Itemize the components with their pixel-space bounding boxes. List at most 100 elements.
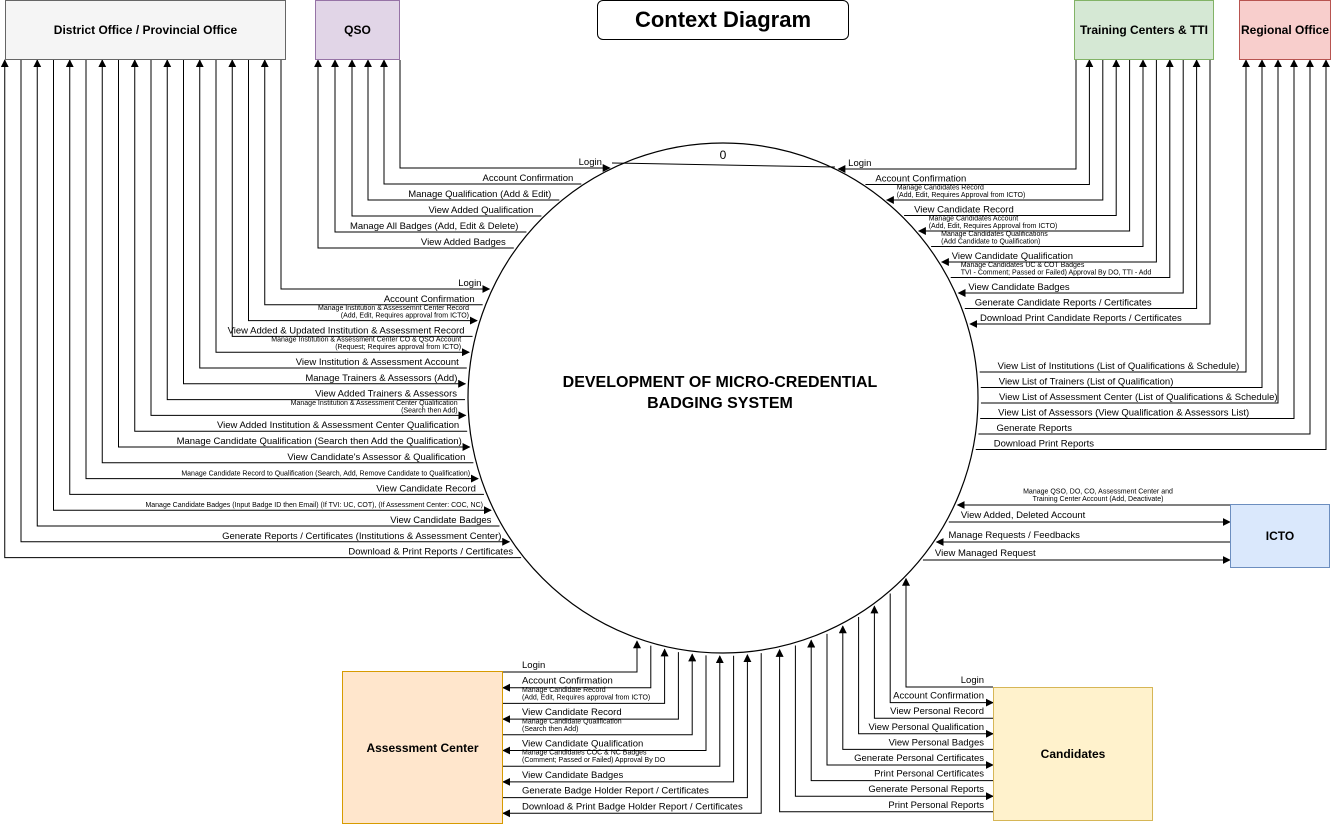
district-flow-9-label: Manage Institution & Assessment Center Q… bbox=[291, 400, 458, 415]
icto-flow-3-label: Manage Requests / Feedbacks bbox=[948, 530, 1080, 541]
entity-icto: ICTO bbox=[1230, 504, 1330, 568]
district-flow-2 bbox=[260, 59, 483, 306]
district-flow-5 bbox=[215, 60, 470, 357]
assessment-flow-9 bbox=[503, 654, 752, 799]
district-flow-17-label: Generate Reports / Certificates (Institu… bbox=[222, 531, 501, 542]
regional-flow-6-label: Download Print Reports bbox=[994, 439, 1095, 450]
qso-flow-4 bbox=[348, 59, 542, 217]
district-flow-1-label: Login bbox=[458, 278, 481, 289]
training-flow-8 bbox=[950, 59, 1174, 278]
district-flow-14 bbox=[65, 59, 484, 495]
assessment-flow-10 bbox=[502, 653, 762, 818]
training-flow-4 bbox=[904, 59, 1121, 216]
assessment-flow-1-label: Login bbox=[522, 660, 545, 671]
training-flow-10 bbox=[964, 59, 1201, 309]
qso-flow-2-label: Account Confirmation bbox=[483, 173, 574, 184]
training-flow-11 bbox=[969, 60, 1211, 328]
district-flow-14-label: View Candidate Record bbox=[376, 483, 476, 494]
qso-flow-4-label: View Added Qualification bbox=[428, 205, 533, 216]
district-flow-12 bbox=[98, 59, 474, 464]
training-flow-2 bbox=[865, 59, 1094, 185]
process-divider bbox=[611, 162, 836, 168]
training-flow-6 bbox=[931, 59, 1147, 247]
regional-flow-4-label: View List of Assessors (View Qualificati… bbox=[998, 408, 1249, 419]
candidates-flow-1 bbox=[902, 577, 993, 688]
district-flow-6 bbox=[195, 59, 467, 369]
training-flow-9 bbox=[957, 60, 1184, 297]
district-flow-7 bbox=[183, 60, 467, 388]
district-flow-12-label: View Candidate's Assessor & Qualificatio… bbox=[287, 452, 465, 463]
entity-candidates: Candidates bbox=[993, 687, 1153, 821]
candidates-flow-6 bbox=[826, 633, 994, 769]
regional-flow-2 bbox=[980, 59, 1266, 388]
icto-flow-2-label: View Added, Deleted Account bbox=[961, 510, 1086, 521]
regional-flow-1-label: View List of Institutions (List of Quali… bbox=[998, 361, 1240, 372]
regional-flow-5-label: Generate Reports bbox=[996, 423, 1072, 434]
candidates-flow-2-label: Account Confirmation bbox=[893, 691, 984, 702]
assessment-flow-5 bbox=[503, 653, 697, 736]
process-label-line2: BADGING SYSTEM bbox=[647, 395, 793, 412]
candidates-flow-4 bbox=[858, 616, 994, 738]
entity-district-office: District Office / Provincial Office bbox=[5, 0, 286, 60]
entity-assessment-center: Assessment Center bbox=[342, 671, 503, 824]
district-flow-10-label: View Added Institution & Assessment Cent… bbox=[217, 420, 459, 431]
assessment-flow-2-label: Account Confirmation bbox=[522, 676, 613, 687]
qso-flow-3 bbox=[364, 59, 560, 201]
district-flow-18 bbox=[0, 59, 522, 559]
district-flow-13-label: Manage Candidate Record to Qualification… bbox=[181, 471, 470, 478]
diagram-title: Context Diagram bbox=[597, 0, 849, 40]
candidates-flow-1-label: Login bbox=[961, 675, 984, 686]
candidates-flow-3-label: View Personal Record bbox=[890, 706, 984, 717]
district-flow-2-label: Account Confirmation bbox=[384, 294, 475, 305]
process-label: DEVELOPMENT OF MICRO-CREDENTIAL BADGING … bbox=[510, 372, 930, 414]
training-flow-7 bbox=[940, 60, 1157, 266]
regional-flow-3 bbox=[980, 59, 1282, 404]
district-flow-16 bbox=[33, 59, 500, 527]
district-flow-4 bbox=[228, 59, 473, 337]
training-flow-5 bbox=[917, 60, 1131, 235]
candidates-flow-8-label: Generate Personal Reports bbox=[868, 784, 984, 795]
process-number: 0 bbox=[720, 148, 727, 162]
training-flow-11-label: Download Print Candidate Reports / Certi… bbox=[980, 313, 1182, 324]
candidates-flow-2 bbox=[889, 593, 994, 707]
assessment-flow-6 bbox=[502, 655, 707, 755]
assessment-flow-3 bbox=[503, 648, 669, 704]
entity-qso: QSO bbox=[315, 0, 400, 60]
assessment-flow-7 bbox=[503, 655, 724, 767]
district-flow-8-label: View Added Trainers & Assessors bbox=[315, 389, 457, 400]
assessment-flow-3-label: Manage Candidate Record(Add, Edit, Requi… bbox=[522, 687, 650, 702]
district-flow-15-label: Manage Candidate Badges (Input Badge ID … bbox=[145, 502, 483, 509]
candidates-flow-4-label: View Personal Qualification bbox=[869, 722, 984, 733]
assessment-flow-7-label: Manage Candidates COC & NC Badges(Commen… bbox=[522, 750, 666, 765]
qso-flow-2 bbox=[380, 59, 582, 185]
district-flow-7-label: Manage Trainers & Assessors (Add) bbox=[305, 373, 457, 384]
training-flow-1 bbox=[837, 60, 1077, 173]
assessment-flow-8-label: View Candidate Badges bbox=[522, 770, 623, 781]
entity-regional-office: Regional Office bbox=[1239, 0, 1331, 60]
assessment-flow-10-label: Download & Print Badge Holder Report / C… bbox=[522, 801, 743, 812]
regional-flow-5 bbox=[978, 59, 1314, 435]
candidates-flow-6-label: Generate Personal Certificates bbox=[854, 753, 984, 764]
qso-flow-1 bbox=[399, 60, 611, 172]
regional-flow-6 bbox=[975, 59, 1330, 450]
qso-flow-3-label: Manage Qualification (Add & Edit) bbox=[408, 189, 551, 200]
regional-flow-3-label: View List of Assessment Center (List of … bbox=[999, 392, 1278, 403]
assessment-flow-1 bbox=[503, 640, 641, 673]
training-flow-6-label: Manage Candidates Qualifications(Add Can… bbox=[941, 231, 1048, 246]
training-flow-3 bbox=[885, 60, 1104, 204]
training-flow-9-label: View Candidate Badges bbox=[968, 282, 1069, 293]
qso-flow-6 bbox=[314, 59, 514, 249]
assessment-flow-2 bbox=[502, 645, 652, 692]
qso-flow-1-label: Login bbox=[579, 157, 602, 168]
district-flow-17 bbox=[20, 60, 511, 546]
district-flow-3 bbox=[248, 60, 478, 325]
regional-flow-2-label: View List of Trainers (List of Qualifica… bbox=[999, 377, 1174, 388]
assessment-flow-8 bbox=[502, 655, 735, 786]
candidates-flow-9-label: Print Personal Reports bbox=[888, 800, 984, 811]
candidates-flow-5 bbox=[838, 625, 993, 750]
candidates-flow-3 bbox=[870, 605, 993, 719]
district-flow-10 bbox=[130, 59, 468, 432]
district-flow-4-label: View Added & Updated Institution & Asses… bbox=[228, 325, 465, 336]
regional-flow-1 bbox=[979, 59, 1250, 373]
